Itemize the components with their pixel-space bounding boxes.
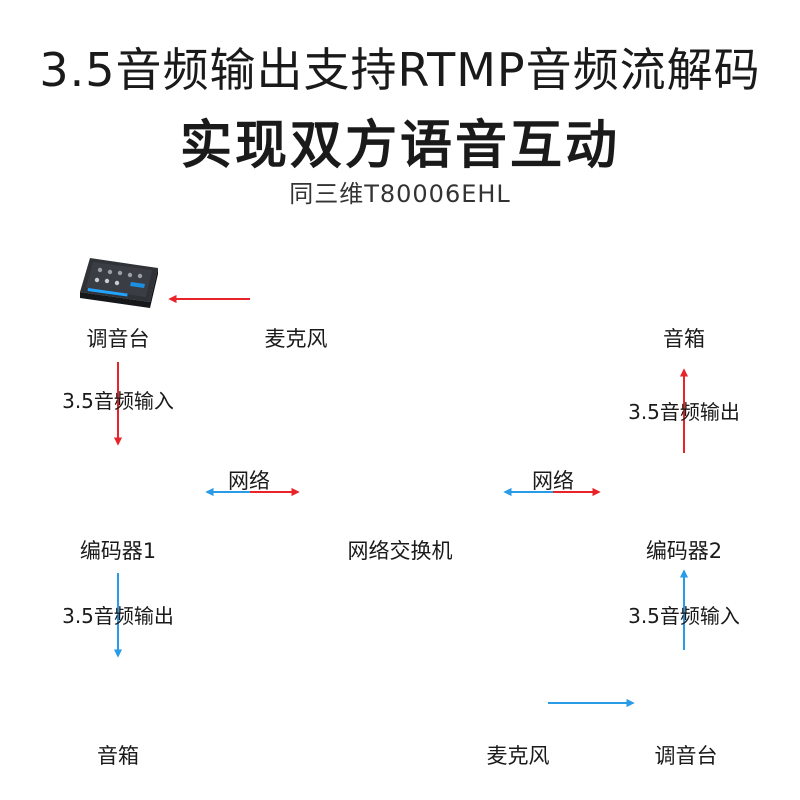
edge-label-output-right: 3.5音频输出 [628,400,740,424]
edge-label-output-left: 3.5音频输出 [62,604,174,628]
title-line-2: 实现双方语音互动 [179,116,620,176]
label-mixer-right: 调音台 [654,744,718,768]
label-encoder-2: 编码器2 [645,539,723,563]
label-encoder-1: 编码器1 [79,539,157,563]
edge-label-input-left: 3.5音频输入 [62,389,174,413]
title-line-1: 3.5音频输出支持RTMP音频流解码 [39,43,761,97]
model-name: 同三维T80006EHL [289,180,511,208]
label-mixer-left: 调音台 [86,327,150,351]
edge-label-input-right: 3.5音频输入 [628,604,740,628]
label-mic-left: 麦克风 [264,327,328,351]
edge-label-network-right: 网络 [532,469,574,493]
mixer-icon [80,258,158,308]
edge-label-network-left: 网络 [228,469,270,493]
label-speaker-right: 音箱 [663,327,705,351]
label-mic-right: 麦克风 [486,744,550,768]
label-network-switch: 网络交换机 [347,539,453,563]
label-speaker-left: 音箱 [97,744,139,768]
